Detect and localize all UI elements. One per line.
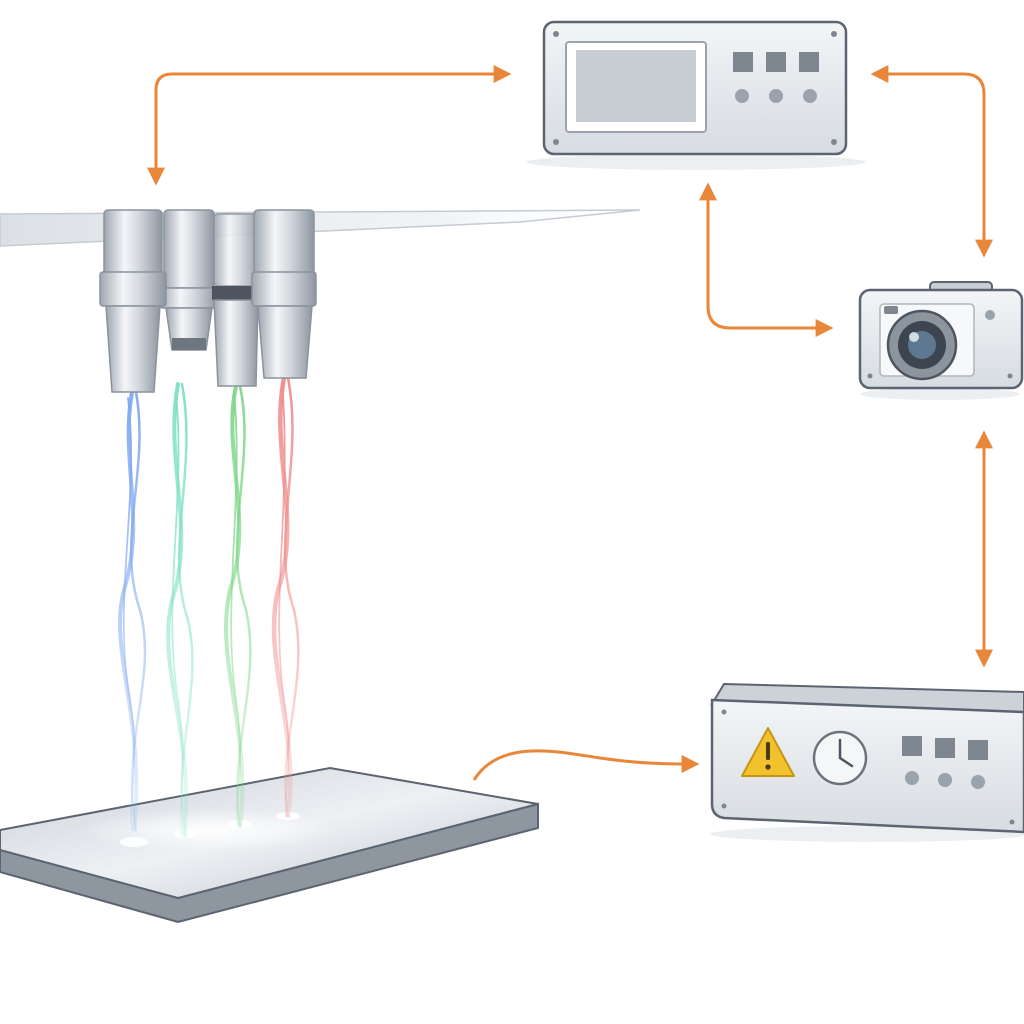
control-knob [971,775,985,789]
control-knob [803,89,817,103]
nozzle-array [99,209,317,393]
control-button [968,740,988,760]
connectors [147,65,993,781]
nozzle-icon [251,209,317,379]
arrow-camera-controller-right [870,65,993,258]
control-knob [905,771,919,785]
nozzle-icon [159,209,219,351]
controller-monitor-unit [526,20,866,170]
control-knob [735,89,749,103]
nozzle-icon [212,213,260,387]
control-knob [938,773,952,787]
beam-cyan [166,382,194,838]
control-button [935,738,955,758]
emission-beams [118,375,300,838]
alarm-timer-unit [710,682,1024,842]
arrow-controller-camera [699,182,834,337]
arrow-controller-nozzles [147,65,512,186]
control-knob [769,89,783,103]
camera-icon [858,281,1024,400]
control-button [733,52,753,72]
control-button [799,52,819,72]
nozzle-icon [99,209,167,393]
beam-red [271,375,300,819]
beam-blue [118,390,147,832]
build-plate [0,766,539,924]
control-button [766,52,786,72]
arrow-plate-alarm-unit [472,749,700,781]
gantry-rail [0,209,641,247]
control-button [902,736,922,756]
clock-icon [812,730,868,786]
beam-green [224,384,252,828]
warning-icon [741,727,795,777]
